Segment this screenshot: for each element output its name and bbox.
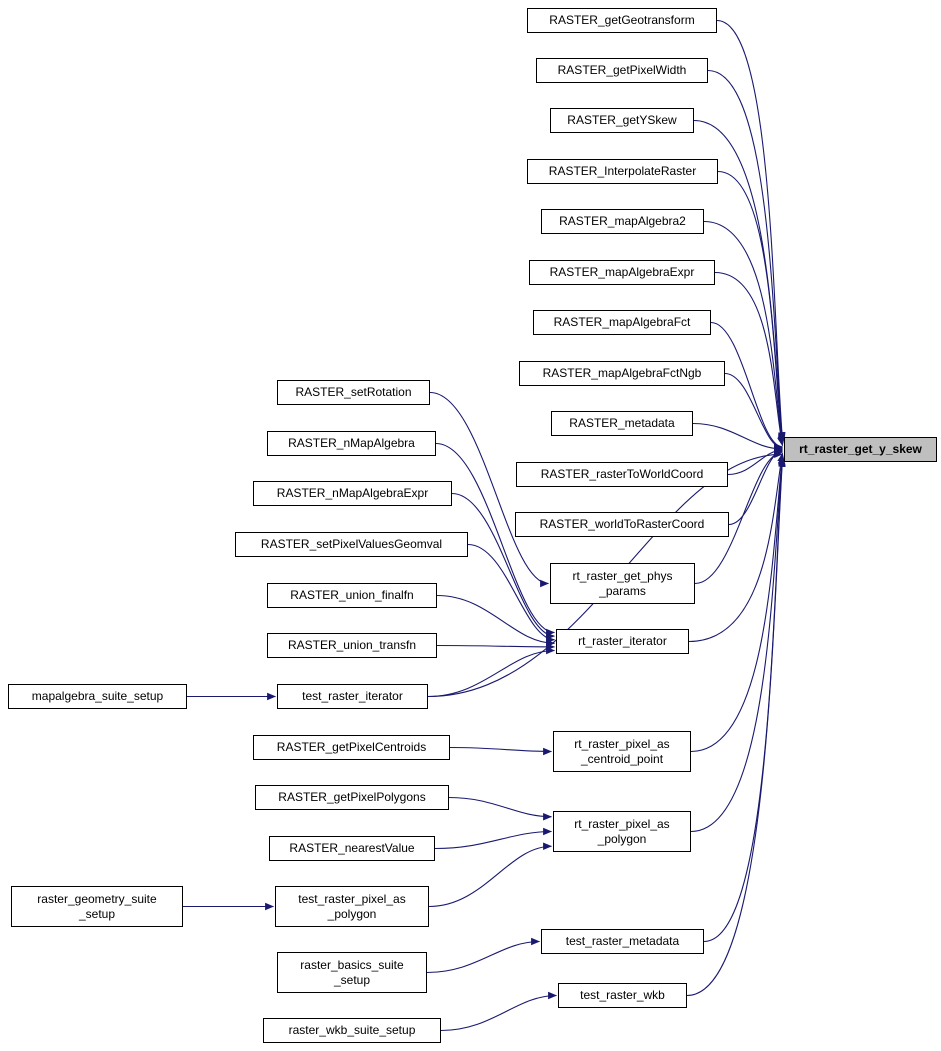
node-RASTER_mapAlgebraFct[interactable]: RASTER_mapAlgebraFct (533, 310, 711, 335)
edge-RASTER_mapAlgebraFctNgb-to-rt_raster_get_y_skew (724, 372, 783, 452)
node-raster_wkb_suite_setup[interactable]: raster_wkb_suite_setup (263, 1018, 441, 1043)
node-RASTER_mapAlgebra2[interactable]: RASTER_mapAlgebra2 (541, 209, 704, 234)
node-label: RASTER_mapAlgebraExpr (549, 265, 695, 279)
edge-RASTER_nearestValue-to-rt_raster_pixel_as_polygon (434, 827, 552, 850)
node-rt_raster_pixel_as_centroid_point[interactable]: rt_raster_pixel_as_centroid_point (553, 731, 691, 772)
node-raster_basics_suite_setup[interactable]: raster_basics_suite_setup (277, 952, 427, 993)
node-label: rt_raster_pixel_as (574, 816, 670, 831)
node-RASTER_worldToRasterCoord[interactable]: RASTER_worldToRasterCoord (515, 512, 729, 537)
node-label: _setup (78, 906, 116, 921)
node-rt_raster_get_y_skew[interactable]: rt_raster_get_y_skew (784, 437, 937, 462)
node-rt_raster_pixel_as_polygon[interactable]: rt_raster_pixel_as_polygon (553, 811, 691, 852)
node-label: RASTER_getPixelPolygons (278, 790, 426, 804)
node-RASTER_getPixelWidth[interactable]: RASTER_getPixelWidth (536, 58, 708, 83)
node-label: _polygon (327, 906, 377, 921)
node-RASTER_setPixelValuesGeomval[interactable]: RASTER_setPixelValuesGeomval (235, 532, 468, 557)
edge-RASTER_getPixelCentroids-to-rt_raster_pixel_as_centroid_point (449, 746, 552, 756)
node-RASTER_nMapAlgebra[interactable]: RASTER_nMapAlgebra (267, 431, 436, 456)
node-label: RASTER_InterpolateRaster (548, 164, 697, 178)
node-test_raster_metadata[interactable]: test_raster_metadata (541, 929, 704, 954)
node-label: RASTER_getYSkew (567, 113, 677, 127)
node-raster_geometry_suite_setup[interactable]: raster_geometry_suite_setup (11, 886, 183, 927)
node-label: RASTER_getPixelWidth (557, 63, 687, 77)
node-mapalgebra_suite_setup[interactable]: mapalgebra_suite_setup (8, 684, 187, 709)
node-label: test_raster_wkb (580, 988, 665, 1002)
node-label: RASTER_mapAlgebraFctNgb (542, 366, 702, 380)
edge-RASTER_rasterToWorldCoord-to-rt_raster_get_y_skew (727, 446, 783, 476)
edge-RASTER_union_finalfn-to-rt_raster_iterator (436, 594, 555, 648)
node-label: RASTER_mapAlgebra2 (559, 214, 686, 228)
edge-RASTER_union_transfn-to-rt_raster_iterator (436, 643, 555, 651)
node-test_raster_pixel_as_polygon[interactable]: test_raster_pixel_as_polygon (275, 886, 429, 927)
node-label: _centroid_point (580, 751, 664, 766)
edge-raster_basics_suite_setup-to-test_raster_metadata (426, 937, 540, 974)
node-RASTER_union_finalfn[interactable]: RASTER_union_finalfn (267, 583, 437, 608)
edge-RASTER_setPixelValuesGeomval-to-rt_raster_iterator (467, 543, 555, 644)
node-label: rt_raster_pixel_as (574, 736, 670, 751)
node-RASTER_getYSkew[interactable]: RASTER_getYSkew (550, 108, 694, 133)
node-RASTER_rasterToWorldCoord[interactable]: RASTER_rasterToWorldCoord (516, 462, 728, 487)
node-label: _setup (333, 972, 371, 987)
node-label: mapalgebra_suite_setup (31, 689, 164, 703)
node-RASTER_getGeotransform[interactable]: RASTER_getGeotransform (527, 8, 717, 33)
node-RASTER_nearestValue[interactable]: RASTER_nearestValue (269, 836, 435, 861)
node-RASTER_setRotation[interactable]: RASTER_setRotation (277, 380, 430, 405)
node-label: _polygon (597, 831, 647, 846)
node-RASTER_mapAlgebraFctNgb[interactable]: RASTER_mapAlgebraFctNgb (519, 361, 725, 386)
edge-RASTER_getPixelPolygons-to-rt_raster_pixel_as_polygon (448, 796, 552, 821)
node-RASTER_getPixelPolygons[interactable]: RASTER_getPixelPolygons (255, 785, 449, 810)
node-label: rt_raster_iterator (578, 634, 667, 648)
node-label: RASTER_metadata (569, 416, 675, 430)
node-RASTER_getPixelCentroids[interactable]: RASTER_getPixelCentroids (253, 735, 450, 760)
node-label: raster_wkb_suite_setup (288, 1023, 416, 1037)
edge-RASTER_getGeotransform-to-rt_raster_get_y_skew (716, 19, 786, 441)
node-RASTER_union_transfn[interactable]: RASTER_union_transfn (267, 633, 437, 658)
edge-raster_wkb_suite_setup-to-test_raster_wkb (440, 991, 557, 1032)
node-RASTER_mapAlgebraExpr[interactable]: RASTER_mapAlgebraExpr (529, 260, 715, 285)
node-test_raster_iterator[interactable]: test_raster_iterator (277, 684, 428, 709)
node-label: RASTER_setPixelValuesGeomval (260, 537, 443, 551)
node-label: RASTER_nearestValue (289, 841, 415, 855)
node-label: raster_basics_suite (300, 957, 404, 972)
node-label: test_raster_iterator (302, 689, 403, 703)
node-label: RASTER_nMapAlgebra (288, 436, 415, 450)
node-label: RASTER_getPixelCentroids (276, 740, 427, 754)
node-rt_raster_get_phys_params[interactable]: rt_raster_get_phys_params (550, 563, 695, 604)
edge-test_raster_pixel_as_polygon-to-rt_raster_pixel_as_polygon (428, 842, 552, 908)
node-label: RASTER_union_finalfn (290, 588, 414, 602)
edge-RASTER_metadata-to-rt_raster_get_y_skew (692, 422, 783, 453)
node-label: _params (599, 583, 646, 598)
edge-test_raster_wkb-to-rt_raster_get_y_skew (686, 458, 786, 997)
node-label: RASTER_rasterToWorldCoord (540, 467, 704, 481)
node-label: raster_geometry_suite (37, 891, 157, 906)
node-RASTER_metadata[interactable]: RASTER_metadata (551, 411, 693, 436)
node-RASTER_nMapAlgebraExpr[interactable]: RASTER_nMapAlgebraExpr (253, 481, 452, 506)
node-label: test_raster_metadata (565, 934, 680, 948)
edge-RASTER_mapAlgebra2-to-rt_raster_get_y_skew (703, 220, 785, 446)
node-label: rt_raster_get_y_skew (799, 442, 922, 456)
node-label: RASTER_setRotation (295, 385, 412, 399)
node-RASTER_InterpolateRaster[interactable]: RASTER_InterpolateRaster (527, 159, 718, 184)
node-label: RASTER_mapAlgebraFct (553, 315, 691, 329)
node-label: rt_raster_get_phys (572, 568, 673, 583)
node-label: test_raster_pixel_as (298, 891, 406, 906)
edge-RASTER_InterpolateRaster-to-rt_raster_get_y_skew (717, 170, 786, 445)
edge-RASTER_worldToRasterCoord-to-rt_raster_get_y_skew (728, 447, 783, 526)
edge-test_raster_iterator-to-rt_raster_iterator (427, 646, 555, 698)
edge-RASTER_mapAlgebraExpr-to-rt_raster_get_y_skew (714, 271, 785, 447)
node-label: RASTER_worldToRasterCoord (539, 517, 705, 531)
node-label: RASTER_nMapAlgebraExpr (276, 486, 429, 500)
node-rt_raster_iterator[interactable]: rt_raster_iterator (556, 629, 689, 654)
node-label: RASTER_getGeotransform (549, 13, 695, 27)
node-test_raster_wkb[interactable]: test_raster_wkb (558, 983, 687, 1008)
node-label: RASTER_union_transfn (287, 638, 417, 652)
edge-rt_raster_pixel_as_centroid_point-to-rt_raster_get_y_skew (690, 454, 786, 753)
